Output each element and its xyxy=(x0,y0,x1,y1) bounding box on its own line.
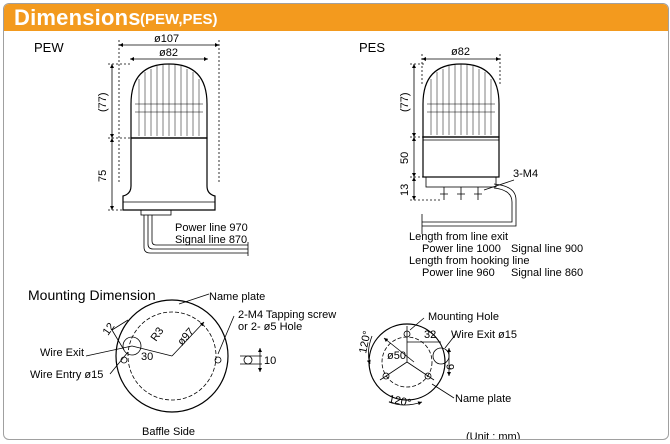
mount-inner-circle xyxy=(127,311,217,401)
pew-bracket xyxy=(140,209,172,216)
pew-power-line: Power line 970 xyxy=(175,222,248,234)
pes-body xyxy=(422,136,500,178)
mounting-title: Mounting Dimension xyxy=(28,287,156,303)
pes-angle-top: 120° xyxy=(357,330,373,355)
pew-dia-top: ø107 xyxy=(154,33,179,45)
screw-hole-right xyxy=(214,356,222,364)
tapping-leader xyxy=(217,315,235,355)
pew-cable-2 xyxy=(147,215,248,250)
mount-dim-10: 10 xyxy=(264,355,276,367)
mount-wire-exit: Wire Exit xyxy=(40,347,84,359)
pes-hooking-title: Length from hooking line xyxy=(409,255,529,267)
pes-mount-dim-32: 32 xyxy=(424,329,436,341)
pes-body-height: 50 xyxy=(399,152,411,164)
unit-note: (Unit : mm) xyxy=(466,431,520,439)
pes-wire-2 xyxy=(422,187,513,223)
pes-wire-1 xyxy=(422,183,517,227)
pew-cable-3 xyxy=(151,215,248,246)
mount-tapping: 2-M4 Tapping screw xyxy=(238,309,336,321)
wire-entry-leader xyxy=(109,351,129,375)
pew-cable-1 xyxy=(143,215,248,254)
pes-thread-leader xyxy=(483,179,515,191)
mount-dim-30: 30 xyxy=(141,351,153,363)
pes-terminals xyxy=(440,187,482,200)
diagram-frame: Dimensions (PEW,PES) PEW ø107 ø82 xyxy=(3,3,669,440)
section-subtitle: (PEW,PES) xyxy=(140,11,218,28)
pes-drawing: PES ø82 xyxy=(359,40,583,279)
pes-line-exit-signal: Signal line 900 xyxy=(511,243,583,255)
name-plate-leader xyxy=(178,293,210,305)
pes-lens-ribs xyxy=(430,64,492,135)
pes-thread: 3-M4 xyxy=(513,168,538,180)
pes-mounting-hole-leader xyxy=(409,317,425,331)
pes-mount-name-plate: Name plate xyxy=(455,393,511,405)
pes-mount-dim-50: ø50 xyxy=(387,350,406,362)
section-title: Dimensions xyxy=(14,5,141,30)
mount-name-plate: Name plate xyxy=(209,291,265,303)
pes-name-plate-leader xyxy=(431,383,455,399)
pew-drawing: PEW ø107 ø82 xyxy=(34,33,249,256)
mount-dim-12: 12 xyxy=(101,321,118,338)
pes-mount-drawing: Mounting Hole 32 Wire Exit ø15 120° 120°… xyxy=(357,311,517,410)
pes-hooking-signal: Signal line 860 xyxy=(511,267,583,279)
pew-base xyxy=(122,137,216,211)
pes-wire-exit-leader xyxy=(444,333,457,349)
pes-terminal-block xyxy=(425,176,497,188)
pes-dia-lens: ø82 xyxy=(451,46,470,58)
mount-wire-entry: Wire Entry ø15 xyxy=(30,369,103,381)
pes-line-exit-title: Length from line exit xyxy=(409,231,508,243)
pew-label: PEW xyxy=(34,40,64,55)
mount-hole: or 2- ø5 Hole xyxy=(238,321,302,333)
pes-angle-bottom: 120° xyxy=(387,393,412,409)
pew-signal-line: Signal line 870 xyxy=(175,234,247,246)
mount-dim-r3: R3 xyxy=(149,325,167,343)
wire-exit-leader xyxy=(85,345,133,357)
pes-line-exit-power: Power line 1000 xyxy=(422,243,501,255)
pes-mount-wire-exit: Wire Exit ø15 xyxy=(451,329,517,341)
pes-mount-hole-right xyxy=(424,372,432,380)
pes-mount-hole-left xyxy=(382,372,390,380)
pes-mounting-hole: Mounting Hole xyxy=(428,311,499,323)
pes-label: PES xyxy=(359,40,385,55)
mount-dim-97: ø97 xyxy=(175,326,197,348)
pes-hooking-power: Power line 960 xyxy=(422,267,495,279)
mount-baffle-side: Baffle Side xyxy=(142,426,195,438)
pes-wire-exit-hole xyxy=(432,347,450,365)
hole-detail xyxy=(243,355,253,365)
wire-hole xyxy=(122,336,142,356)
pew-lens-height: (77) xyxy=(97,92,109,112)
mount-outer-circle xyxy=(115,299,229,413)
pew-dia-lens: ø82 xyxy=(159,47,178,59)
dimension-drawing: PEW ø107 ø82 xyxy=(28,33,583,439)
pes-mount-dim-6: 6 xyxy=(445,364,457,370)
pew-lens-ribs xyxy=(138,64,200,136)
pew-base-height: 75 xyxy=(97,170,109,182)
section-header: Dimensions (PEW,PES) xyxy=(4,4,668,31)
mount-dia-line xyxy=(171,321,205,357)
mounting-drawing: Mounting Dimension Name plate 2-M4 Tappi… xyxy=(28,287,336,438)
pes-lens-height: (77) xyxy=(399,92,411,112)
pes-terminal-height: 13 xyxy=(399,184,411,196)
